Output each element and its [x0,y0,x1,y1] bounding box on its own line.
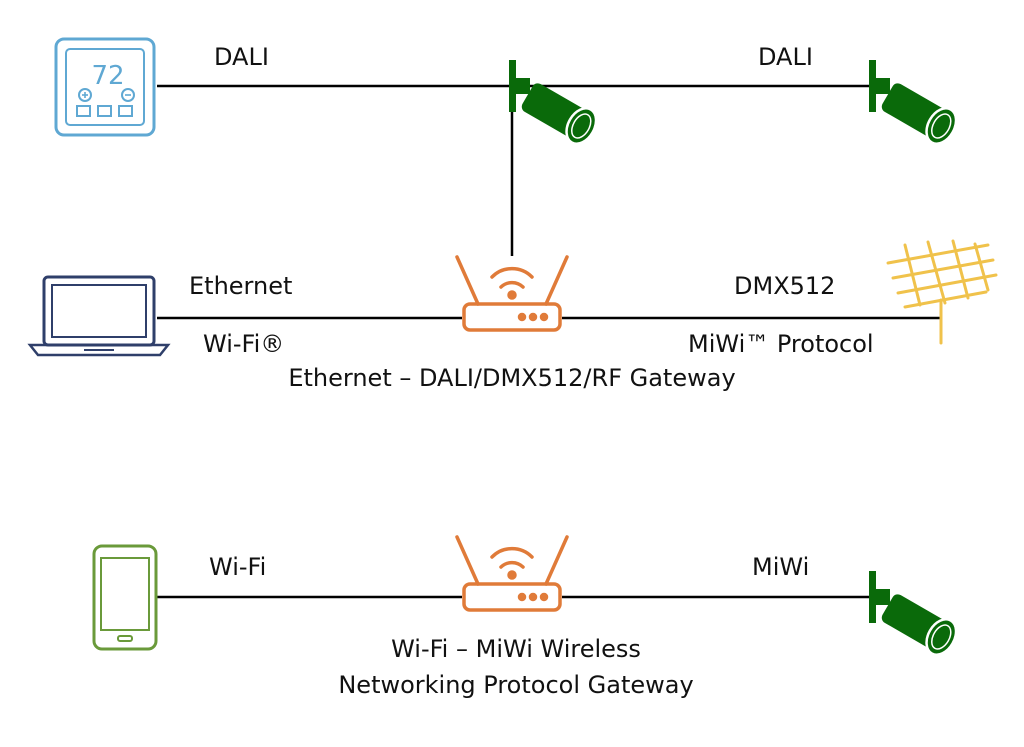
spotlight-icon [869,571,958,656]
miwi-protocol-label: MiWi™ Protocol [688,330,874,358]
wifi-registered-label: Wi-Fi® [203,330,285,358]
thermostat-display: 72 [91,61,124,91]
spotlight-icon [509,60,598,145]
laptop-icon [27,275,171,357]
dali-label-right: DALI [758,43,813,71]
thermostat-icon: 72 [54,37,156,137]
wireless-router-icon [455,535,569,612]
gateway-title-1: Ethernet – DALI/DMX512/RF Gateway [288,364,736,392]
connection-lines [157,84,940,599]
dmx512-label: DMX512 [734,272,836,300]
wifi-label: Wi-Fi [209,553,267,581]
miwi-label: MiWi [752,553,810,581]
ethernet-label: Ethernet [189,272,293,300]
antenna-icon [886,239,998,345]
dali-label-left: DALI [214,43,269,71]
smartphone-icon [92,544,158,651]
gateway-title-2-line1: Wi-Fi – MiWi Wireless [391,635,641,663]
wireless-router-icon [455,255,569,332]
spotlight-icon [869,60,958,145]
gateway-title-2-line2: Networking Protocol Gateway [338,671,694,699]
